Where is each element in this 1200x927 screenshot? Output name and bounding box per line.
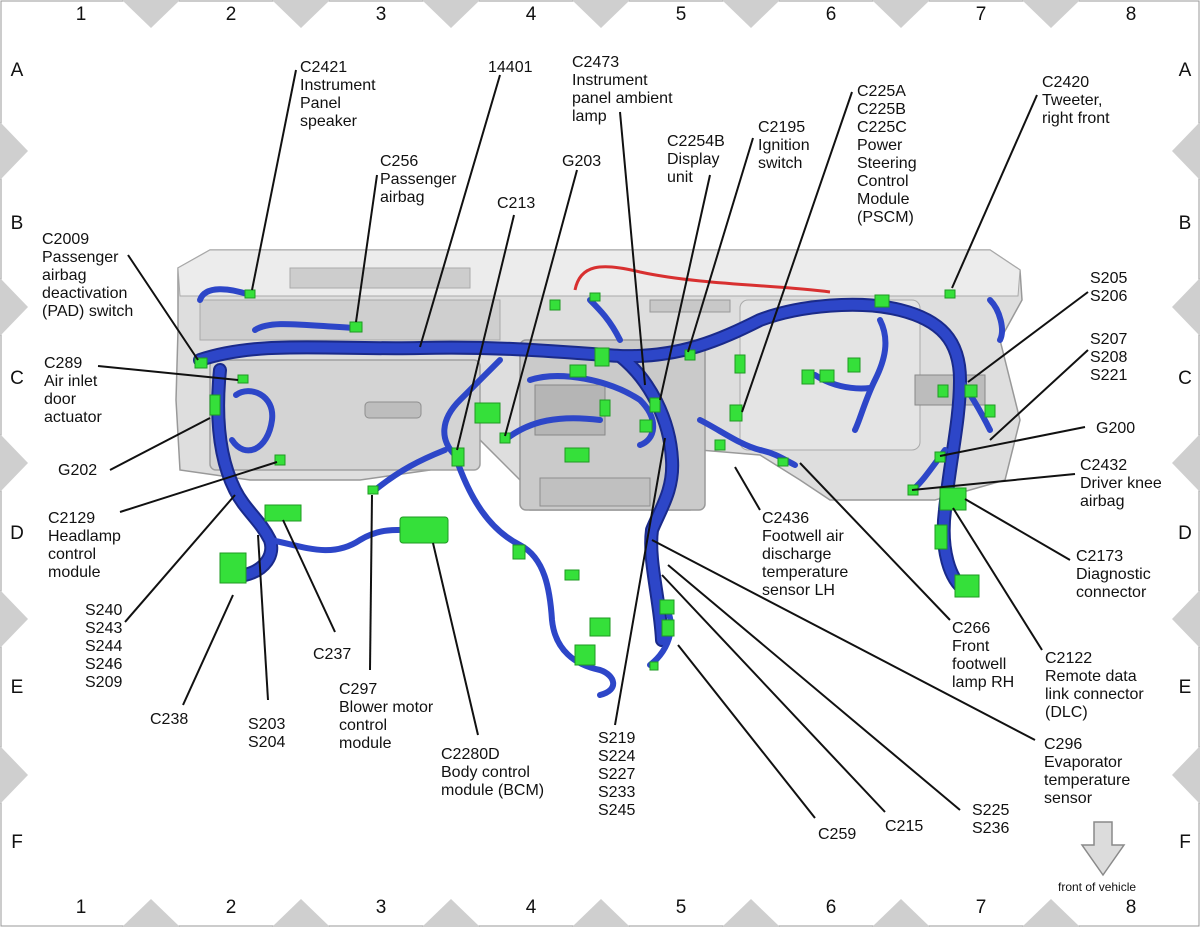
callout-c289: C289 Air inlet door actuator [44,355,102,426]
callout-c296: C296 Evaporator temperature sensor [1044,736,1131,807]
callout-g200: G200 [1096,420,1136,437]
callout-c237: C237 [313,646,352,663]
front-arrow-icon [1080,821,1126,877]
grid-row-b-right: B [1178,213,1192,234]
bcm-connector [399,516,449,544]
grid-col-8-bottom: 8 [1125,897,1137,918]
callout-c266: C266 Front footwell lamp RH [952,620,1015,691]
grid-col-2-bottom: 2 [225,897,237,918]
callout-s225: S225 S236 [972,802,1010,837]
callout-c225: C225A C225B C225C Power Steering Control… [857,83,917,226]
callout-s205: S205 S206 [1090,270,1128,305]
leader-lines [97,69,1089,819]
callout-c2173: C2173 Diagnostic connector [1076,548,1151,601]
grid-col-3-top: 3 [375,4,387,25]
grid-col-4-top: 4 [525,4,537,25]
callout-c238: C238 [150,711,189,728]
callout-c2122: C2122 Remote data link connector (DLC) [1045,650,1144,721]
callout-s203: S203 S204 [248,716,286,751]
callout-g203: G203 [562,153,602,170]
callout-c215: C215 [885,818,924,835]
grid-row-f-left: F [11,832,23,853]
grid-col-3-bottom: 3 [375,897,387,918]
callout-c2254b: C2254B Display unit [667,133,725,186]
c237-connector [264,504,302,522]
callout-g202: G202 [58,462,98,479]
callout-c2009: C2009 Passenger airbag deactivation (PAD… [42,231,134,320]
callout-c2432: C2432 Driver knee airbag [1080,457,1162,510]
grid-row-e-right: E [1178,677,1192,698]
callout-c259: C259 [818,826,857,843]
grid-col-7-bottom: 7 [975,897,987,918]
grid-row-e-left: E [10,677,24,698]
grid-row-c-left: C [10,368,24,389]
grid-col-8-top: 8 [1125,4,1137,25]
grid-row-f-right: F [1179,832,1191,853]
grid-row-b-left: B [10,213,24,234]
callout-s207: S207 S208 S221 [1090,331,1128,384]
grid-col-6-bottom: 6 [825,897,837,918]
callout-c297: C297 Blower motor control module [339,681,434,752]
grid-col-5-top: 5 [675,4,687,25]
grid-col-6-top: 6 [825,4,837,25]
grid-col-4-bottom: 4 [525,897,537,918]
grid-col-2-top: 2 [225,4,237,25]
callout-c2129: C2129 Headlamp control module [48,510,121,581]
callout-c213: C213 [497,195,536,212]
callout-14401: 14401 [488,59,533,76]
callout-c2421: C2421 Instrument Panel speaker [300,59,376,130]
callout-c2280d: C2280D Body control module (BCM) [441,746,545,799]
callout-s219: S219 S224 S227 S233 S245 [598,730,636,819]
grid-col-7-top: 7 [975,4,987,25]
grid-row-a-left: A [10,60,24,81]
front-of-vehicle-note: front of vehicle [1058,880,1137,894]
grid-row-c-right: C [1178,368,1192,389]
grid-col-5-bottom: 5 [675,897,687,918]
grid-col-1-bottom: 1 [75,897,87,918]
callout-c2420: C2420 Tweeter, right front [1042,74,1110,127]
callout-c2473: C2473 Instrument panel ambient lamp [572,54,673,125]
callout-c256: C256 Passenger airbag [380,153,457,206]
callout-c2195: C2195 Ignition switch [758,119,810,172]
callout-c2436: C2436 Footwell air discharge temperature… [762,510,849,599]
wiring-harness [193,286,1005,698]
grid-row-d-left: D [10,523,24,544]
c238-connector [219,552,247,584]
grid-row-a-right: A [1178,60,1192,81]
grid-row-d-right: D [1178,523,1192,544]
callout-s240: S240 S243 S244 S246 S209 [85,602,123,691]
grid-col-1-top: 1 [75,4,87,25]
